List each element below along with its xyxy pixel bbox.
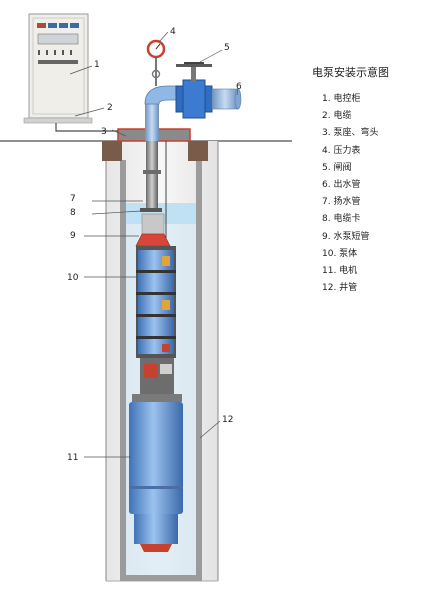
motor xyxy=(129,394,183,552)
callout-5: 5 xyxy=(224,43,230,53)
callout-11: 11 xyxy=(67,453,78,463)
diagram-title: 电泵安装示意图 xyxy=(312,66,389,79)
callout-9: 9 xyxy=(70,231,76,241)
legend-item-well-casing: 12. 井管 xyxy=(322,283,358,294)
legend-item-outlet-pipe: 6. 出水管 xyxy=(322,180,361,191)
pump-short-pipe xyxy=(135,213,171,247)
legend-item-pump-base: 3. 泵座、弯头 xyxy=(322,128,379,139)
legend-item-pressure-gauge: 4. 压力表 xyxy=(322,145,361,156)
discharge-elbow xyxy=(144,85,177,142)
legend-item-gate-valve: 5. 闸阀 xyxy=(322,162,352,173)
well-casing xyxy=(120,160,202,581)
legend-item-control-cabinet: 1. 电控柜 xyxy=(322,94,361,104)
riser-pipe xyxy=(143,141,161,211)
callout-8: 8 xyxy=(70,208,76,218)
outlet-pipe xyxy=(211,88,242,110)
gate-valve xyxy=(175,62,213,119)
pump-body xyxy=(136,246,176,394)
cable-clamp xyxy=(140,208,162,212)
callout-2: 2 xyxy=(107,103,113,113)
pressure-gauge xyxy=(146,39,166,86)
legend-item-pump-body: 10. 泵体 xyxy=(322,248,358,259)
legend-list: 1. 电控柜 2. 电缆 3. 泵座、弯头 4. 压力表 5. 闸阀 6. 出水… xyxy=(322,91,428,297)
callout-12: 12 xyxy=(222,415,233,425)
legend-item-pump-short-pipe: 9. 水泵短管 xyxy=(322,231,370,242)
callout-6: 6 xyxy=(236,82,242,92)
callout-1: 1 xyxy=(94,60,100,70)
legend-item-cable-clamp: 8. 电缆卡 xyxy=(322,214,361,225)
foundation xyxy=(102,141,208,161)
cable xyxy=(55,123,118,132)
legend-item-riser-pipe: 7. 扬水管 xyxy=(322,197,361,208)
callout-7: 7 xyxy=(70,194,76,204)
legend: 电泵安装示意图 1. 电控柜 2. 电缆 3. 泵座、弯头 4. 压力表 5. … xyxy=(312,64,428,297)
callout-3: 3 xyxy=(101,127,107,137)
callout-labels: 1 2 3 4 5 6 7 8 9 10 11 12 xyxy=(67,27,242,463)
legend-item-motor: 11. 电机 xyxy=(322,266,358,277)
callout-4: 4 xyxy=(170,27,176,37)
callout-10: 10 xyxy=(67,273,79,283)
legend-item-cable: 2. 电缆 xyxy=(322,111,352,122)
control-cabinet xyxy=(23,13,93,124)
leader-lines xyxy=(69,31,239,458)
